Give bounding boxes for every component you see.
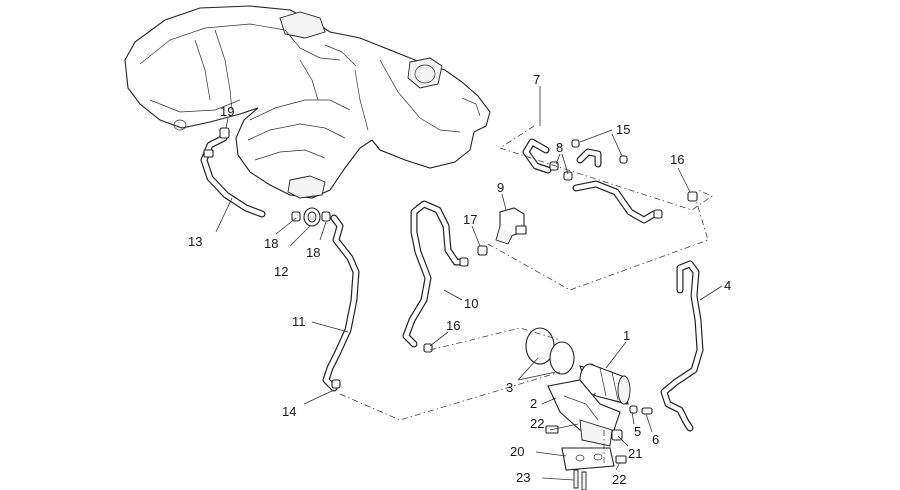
callout-11: 11 [292,314,306,329]
fitting-12-assembly [291,207,331,227]
callout-1: 1 [623,328,630,343]
callout-2: 2 [530,396,537,411]
callout-21: 21 [628,446,642,461]
callout-8: 8 [556,140,563,155]
callout-labels: 19 13 18 12 18 11 14 7 15 8 16 9 17 10 1… [188,72,731,487]
callout-5: 5 [634,424,641,439]
fuel-tank [124,5,491,199]
valve-9 [477,207,527,256]
callout-18-right: 18 [306,245,320,260]
routing-lines [339,125,713,470]
callout-23: 23 [516,470,530,485]
clamp-19 [219,127,230,139]
callout-18-left: 18 [264,236,278,251]
fitting-17 [477,245,488,256]
hose-13 [200,127,266,218]
callout-13: 13 [188,234,202,249]
callout-6: 6 [652,432,659,447]
callout-9: 9 [497,180,504,195]
leader-lines [215,86,723,481]
hose-11 [322,214,360,392]
callout-4: 4 [724,278,731,293]
callout-19: 19 [220,104,234,119]
callout-16-top: 16 [670,152,684,167]
callout-15: 15 [616,122,630,137]
callout-12: 12 [274,264,288,279]
callout-3: 3 [506,380,513,395]
hose-7-assembly [522,138,698,224]
canister-1-assembly [525,327,653,490]
callout-10: 10 [464,296,478,311]
hose-4 [660,260,704,432]
callout-14: 14 [282,404,296,419]
callout-22-upper: 22 [530,416,544,431]
callout-20: 20 [510,444,524,459]
callout-7: 7 [533,72,540,87]
bracket-20 [561,447,615,471]
callout-22-lower: 22 [612,472,626,487]
callout-17: 17 [463,212,477,227]
callout-16-mid: 16 [446,318,460,333]
